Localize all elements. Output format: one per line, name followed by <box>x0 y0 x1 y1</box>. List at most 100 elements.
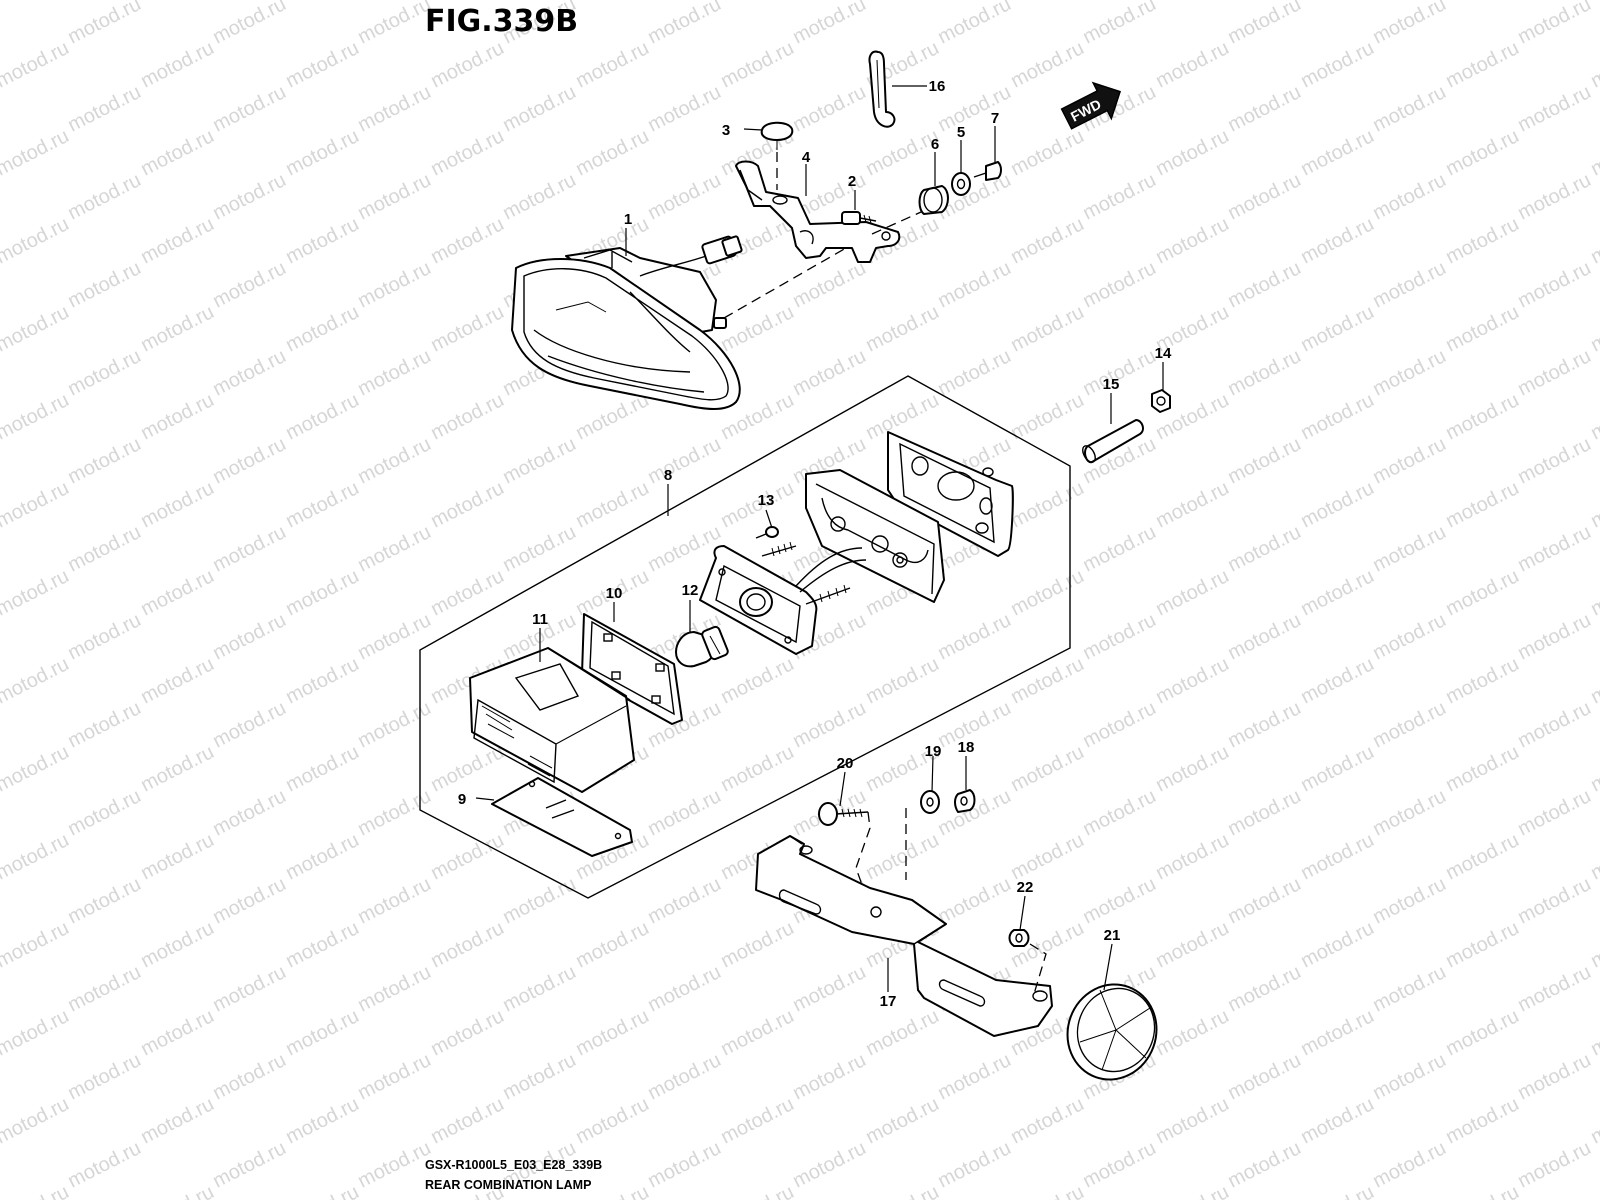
watermark-text: motod.ru <box>354 609 434 664</box>
watermark-text: motod.ru <box>1514 1137 1594 1192</box>
watermark-text: motod.ru <box>137 1005 217 1060</box>
watermark-text: motod.ru <box>0 1093 73 1148</box>
watermark-text: motod.ru <box>354 0 434 48</box>
watermark-text: motod.ru <box>209 1137 289 1192</box>
watermark-text: motod.ru <box>1587 1093 1600 1148</box>
watermark-text: motod.ru <box>64 1137 144 1192</box>
watermark-text: motod.ru <box>209 257 289 312</box>
watermark-text: motod.ru <box>0 1181 73 1200</box>
watermark-text: motod.ru <box>0 653 73 708</box>
watermark-text: motod.ru <box>934 257 1014 312</box>
watermark-text: motod.ru <box>1369 873 1449 928</box>
watermark-text: motod.ru <box>1514 609 1594 664</box>
watermark-text: motod.ru <box>64 169 144 224</box>
watermark-text: motod.ru <box>427 213 507 268</box>
watermark-text: motod.ru <box>934 697 1014 752</box>
watermark-text: motod.ru <box>1152 125 1232 180</box>
watermark-text: motod.ru <box>1007 741 1087 796</box>
watermark-text: motod.ru <box>1514 873 1594 928</box>
watermark-text: motod.ru <box>137 37 217 92</box>
watermark-text: motod.ru <box>1079 521 1159 576</box>
watermark-text: motod.ru <box>1369 257 1449 312</box>
watermark-text: motod.ru <box>1079 345 1159 400</box>
watermark-text: motod.ru <box>1369 697 1449 752</box>
watermark-text: motod.ru <box>1224 697 1304 752</box>
watermark-text: motod.ru <box>1587 389 1600 444</box>
watermark-text: motod.ru <box>717 0 797 4</box>
watermark-text: motod.ru <box>1587 301 1600 356</box>
callout-15: 15 <box>1103 376 1120 393</box>
watermark-text: motod.ru <box>209 521 289 576</box>
watermark-text: motod.ru <box>644 81 724 136</box>
watermark-text: motod.ru <box>1442 917 1522 972</box>
watermark-text: motod.ru <box>64 0 144 48</box>
watermark-text: motod.ru <box>427 37 507 92</box>
watermark-text: motod.ru <box>1442 1093 1522 1148</box>
watermark-text: motod.ru <box>1007 829 1087 884</box>
watermark-text: motod.ru <box>862 1093 942 1148</box>
watermark-text: motod.ru <box>644 1049 724 1104</box>
watermark-text: motod.ru <box>934 345 1014 400</box>
watermark-text: motod.ru <box>1369 81 1449 136</box>
watermark-text: motod.ru <box>0 125 73 180</box>
callout-10: 10 <box>606 585 623 602</box>
callout-14: 14 <box>1155 345 1172 362</box>
watermark-text: motod.ru <box>64 521 144 576</box>
watermark-text: motod.ru <box>282 213 362 268</box>
bolt-2-part <box>841 211 877 225</box>
watermark-text: motod.ru <box>1152 477 1232 532</box>
watermark-text: motod.ru <box>1079 873 1159 928</box>
watermark-text: motod.ru <box>1224 1137 1304 1192</box>
watermark-text: motod.ru <box>1297 37 1377 92</box>
callout-18: 18 <box>958 739 975 756</box>
watermark-text: motod.ru <box>1007 0 1087 4</box>
watermark-text: motod.ru <box>934 1049 1014 1104</box>
callout-9: 9 <box>458 791 466 808</box>
watermark-text: motod.ru <box>0 477 73 532</box>
watermark-text: motod.ru <box>282 565 362 620</box>
watermark-text: motod.ru <box>862 389 942 444</box>
watermark-text: motod.ru <box>209 785 289 840</box>
watermark-text: motod.ru <box>64 1049 144 1104</box>
watermark-text: motod.ru <box>354 521 434 576</box>
watermark-text: motod.ru <box>137 477 217 532</box>
watermark-text: motod.ru <box>934 873 1014 928</box>
watermark-text: motod.ru <box>1224 169 1304 224</box>
watermark-text: motod.ru <box>209 433 289 488</box>
watermark-text: motod.ru <box>1369 1049 1449 1104</box>
callout-6: 6 <box>931 136 939 153</box>
watermark-text: motod.ru <box>282 125 362 180</box>
watermark-text: motod.ru <box>282 917 362 972</box>
watermark-text: motod.ru <box>789 81 869 136</box>
watermark-text: motod.ru <box>717 917 797 972</box>
watermark-text: motod.ru <box>427 1093 507 1148</box>
watermark-text: motod.ru <box>209 609 289 664</box>
watermark-text: motod.ru <box>354 433 434 488</box>
watermark-text: motod.ru <box>499 81 579 136</box>
watermark-text: motod.ru <box>1152 1005 1232 1060</box>
watermark-text: motod.ru <box>209 1049 289 1104</box>
watermark-text: motod.ru <box>1224 257 1304 312</box>
watermark-text: motod.ru <box>1079 1137 1159 1192</box>
watermark-text: motod.ru <box>572 1093 652 1148</box>
watermark-text: motod.ru <box>934 1137 1014 1192</box>
watermark-text: motod.ru <box>1297 477 1377 532</box>
watermark-text: motod.ru <box>1007 477 1087 532</box>
watermark-text: motod.ru <box>1369 961 1449 1016</box>
bulb-part <box>675 625 729 668</box>
watermark-text: motod.ru <box>1152 565 1232 620</box>
watermark-text: motod.ru <box>354 81 434 136</box>
callout-19: 19 <box>925 743 942 760</box>
watermark-text: motod.ru <box>1152 1093 1232 1148</box>
watermark-text: motod.ru <box>354 1137 434 1192</box>
callout-7: 7 <box>991 110 999 127</box>
lens-part <box>469 647 635 793</box>
watermark-text: motod.ru <box>644 0 724 48</box>
watermark-text: motod.ru <box>862 1181 942 1200</box>
callout-3: 3 <box>722 122 730 139</box>
watermark-text: motod.ru <box>572 389 652 444</box>
watermark-text: motod.ru <box>572 37 652 92</box>
watermark-text: motod.ru <box>64 433 144 488</box>
rear-combination-lamp-part <box>511 235 743 410</box>
watermark-text: motod.ru <box>0 213 73 268</box>
